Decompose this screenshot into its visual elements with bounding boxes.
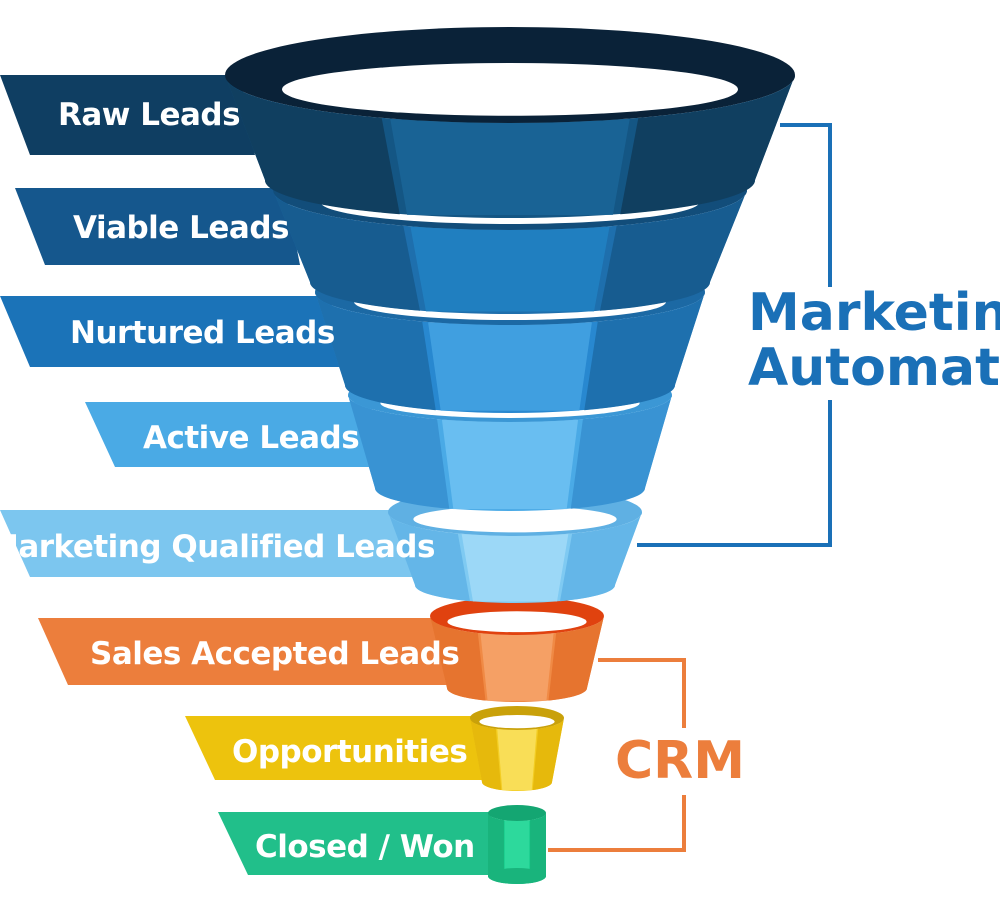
stage-label-2: Nurtured Leads [70, 315, 335, 351]
stage-label-0: Raw Leads [58, 97, 240, 133]
crm-bracket-bottom [548, 795, 686, 852]
stage-ribbons [0, 75, 505, 875]
stage-label-1: Viable Leads [73, 210, 289, 246]
ribbon-3 [85, 402, 385, 467]
ribbon-6 [185, 716, 495, 780]
marketing-automation-label-line1: Marketing [748, 283, 1000, 343]
marketing-automation-label-line2: Automation [748, 338, 1000, 398]
stage-label-7: Closed / Won [255, 829, 475, 865]
funnel-ring-0 [224, 27, 796, 218]
group-brackets [548, 123, 832, 852]
ribbon-5 [38, 618, 462, 685]
stage-label-4: Marketing Qualified Leads [0, 529, 435, 565]
funnel-ring-7 [487, 805, 547, 884]
ribbon-4 [0, 510, 425, 577]
funnel-ring-5 [429, 597, 605, 702]
marketing-bracket-bottom [637, 400, 832, 547]
marketing-bracket-top [780, 123, 832, 287]
ribbon-1 [15, 188, 300, 265]
funnel-ring-4 [387, 488, 643, 603]
crm-bracket-top [598, 658, 686, 728]
funnel-ring-6 [469, 706, 565, 791]
stage-label-3: Active Leads [143, 420, 359, 456]
ribbon-0 [0, 75, 255, 155]
stage-label-6: Opportunities [232, 734, 467, 770]
ribbon-2 [0, 296, 345, 367]
funnel-body [224, 27, 796, 884]
ribbon-7 [218, 812, 505, 875]
crm-label: CRM [615, 731, 745, 791]
stage-label-5: Sales Accepted Leads [90, 636, 459, 672]
